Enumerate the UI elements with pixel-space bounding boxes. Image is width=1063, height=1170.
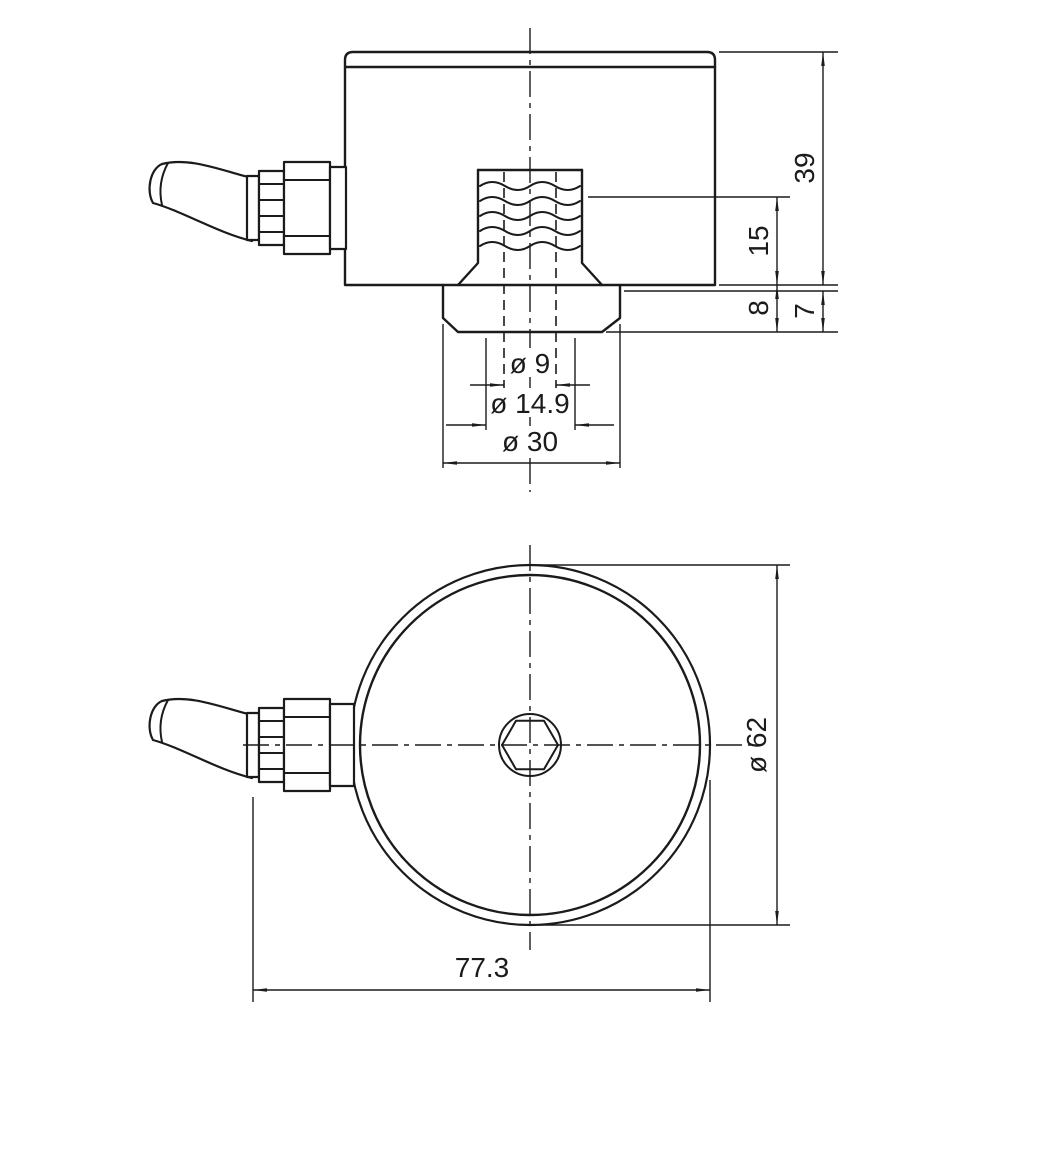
gland-hex-nut — [282, 160, 332, 256]
dimension-label: 39 — [789, 152, 820, 183]
extension-lines-side — [588, 51, 838, 333]
dim-boss-diameter: ø 30 — [442, 324, 621, 468]
cable — [148, 160, 254, 243]
dim-step-height: 8 — [743, 285, 779, 332]
label-background — [497, 426, 563, 455]
side-view: 39 15 8 7 ø 9 — [148, 28, 838, 492]
plan-view: ø 62 77.3 — [148, 545, 790, 1002]
dim-overall-length: 77.3 — [252, 780, 711, 1002]
sensor-housing — [343, 50, 717, 287]
dimension-label: 15 — [743, 225, 774, 256]
cable-end-cap-line — [159, 699, 169, 743]
cable — [148, 697, 254, 780]
dim-hole-diameter: ø 9 — [470, 348, 590, 387]
dim-body-diameter: ø 62 — [538, 564, 790, 926]
label-background — [508, 348, 552, 377]
dim-thread-diameter: ø 14.9 — [446, 338, 614, 430]
dim-boss-height: 7 — [789, 291, 825, 332]
cable-end-cap-line — [159, 162, 169, 206]
housing-outline — [343, 50, 717, 287]
dimension-label: ø 9 — [510, 348, 550, 379]
gland-clamp-nut — [257, 169, 286, 247]
cable-gland-side — [148, 160, 348, 256]
dim-overall-height: 39 — [789, 52, 825, 285]
dimension-label: 77.3 — [455, 952, 510, 983]
thread-wave-line — [479, 181, 581, 191]
stud-right-side — [580, 168, 604, 287]
gland-tip — [245, 174, 261, 242]
dimension-label: 8 — [743, 300, 774, 316]
dimension-label: ø 14.9 — [490, 388, 569, 419]
thread-wave-line — [479, 226, 581, 236]
stud-left-side — [456, 168, 480, 287]
gland-flange — [328, 165, 348, 251]
dimension-label: ø 62 — [741, 717, 772, 773]
dimension-label: ø 30 — [502, 426, 558, 457]
threaded-bore — [456, 168, 604, 390]
label-background — [488, 388, 572, 417]
dim-thread-depth: 15 — [743, 197, 779, 285]
dimension-label: 7 — [789, 303, 820, 319]
mounting-boss-outline — [441, 283, 622, 334]
